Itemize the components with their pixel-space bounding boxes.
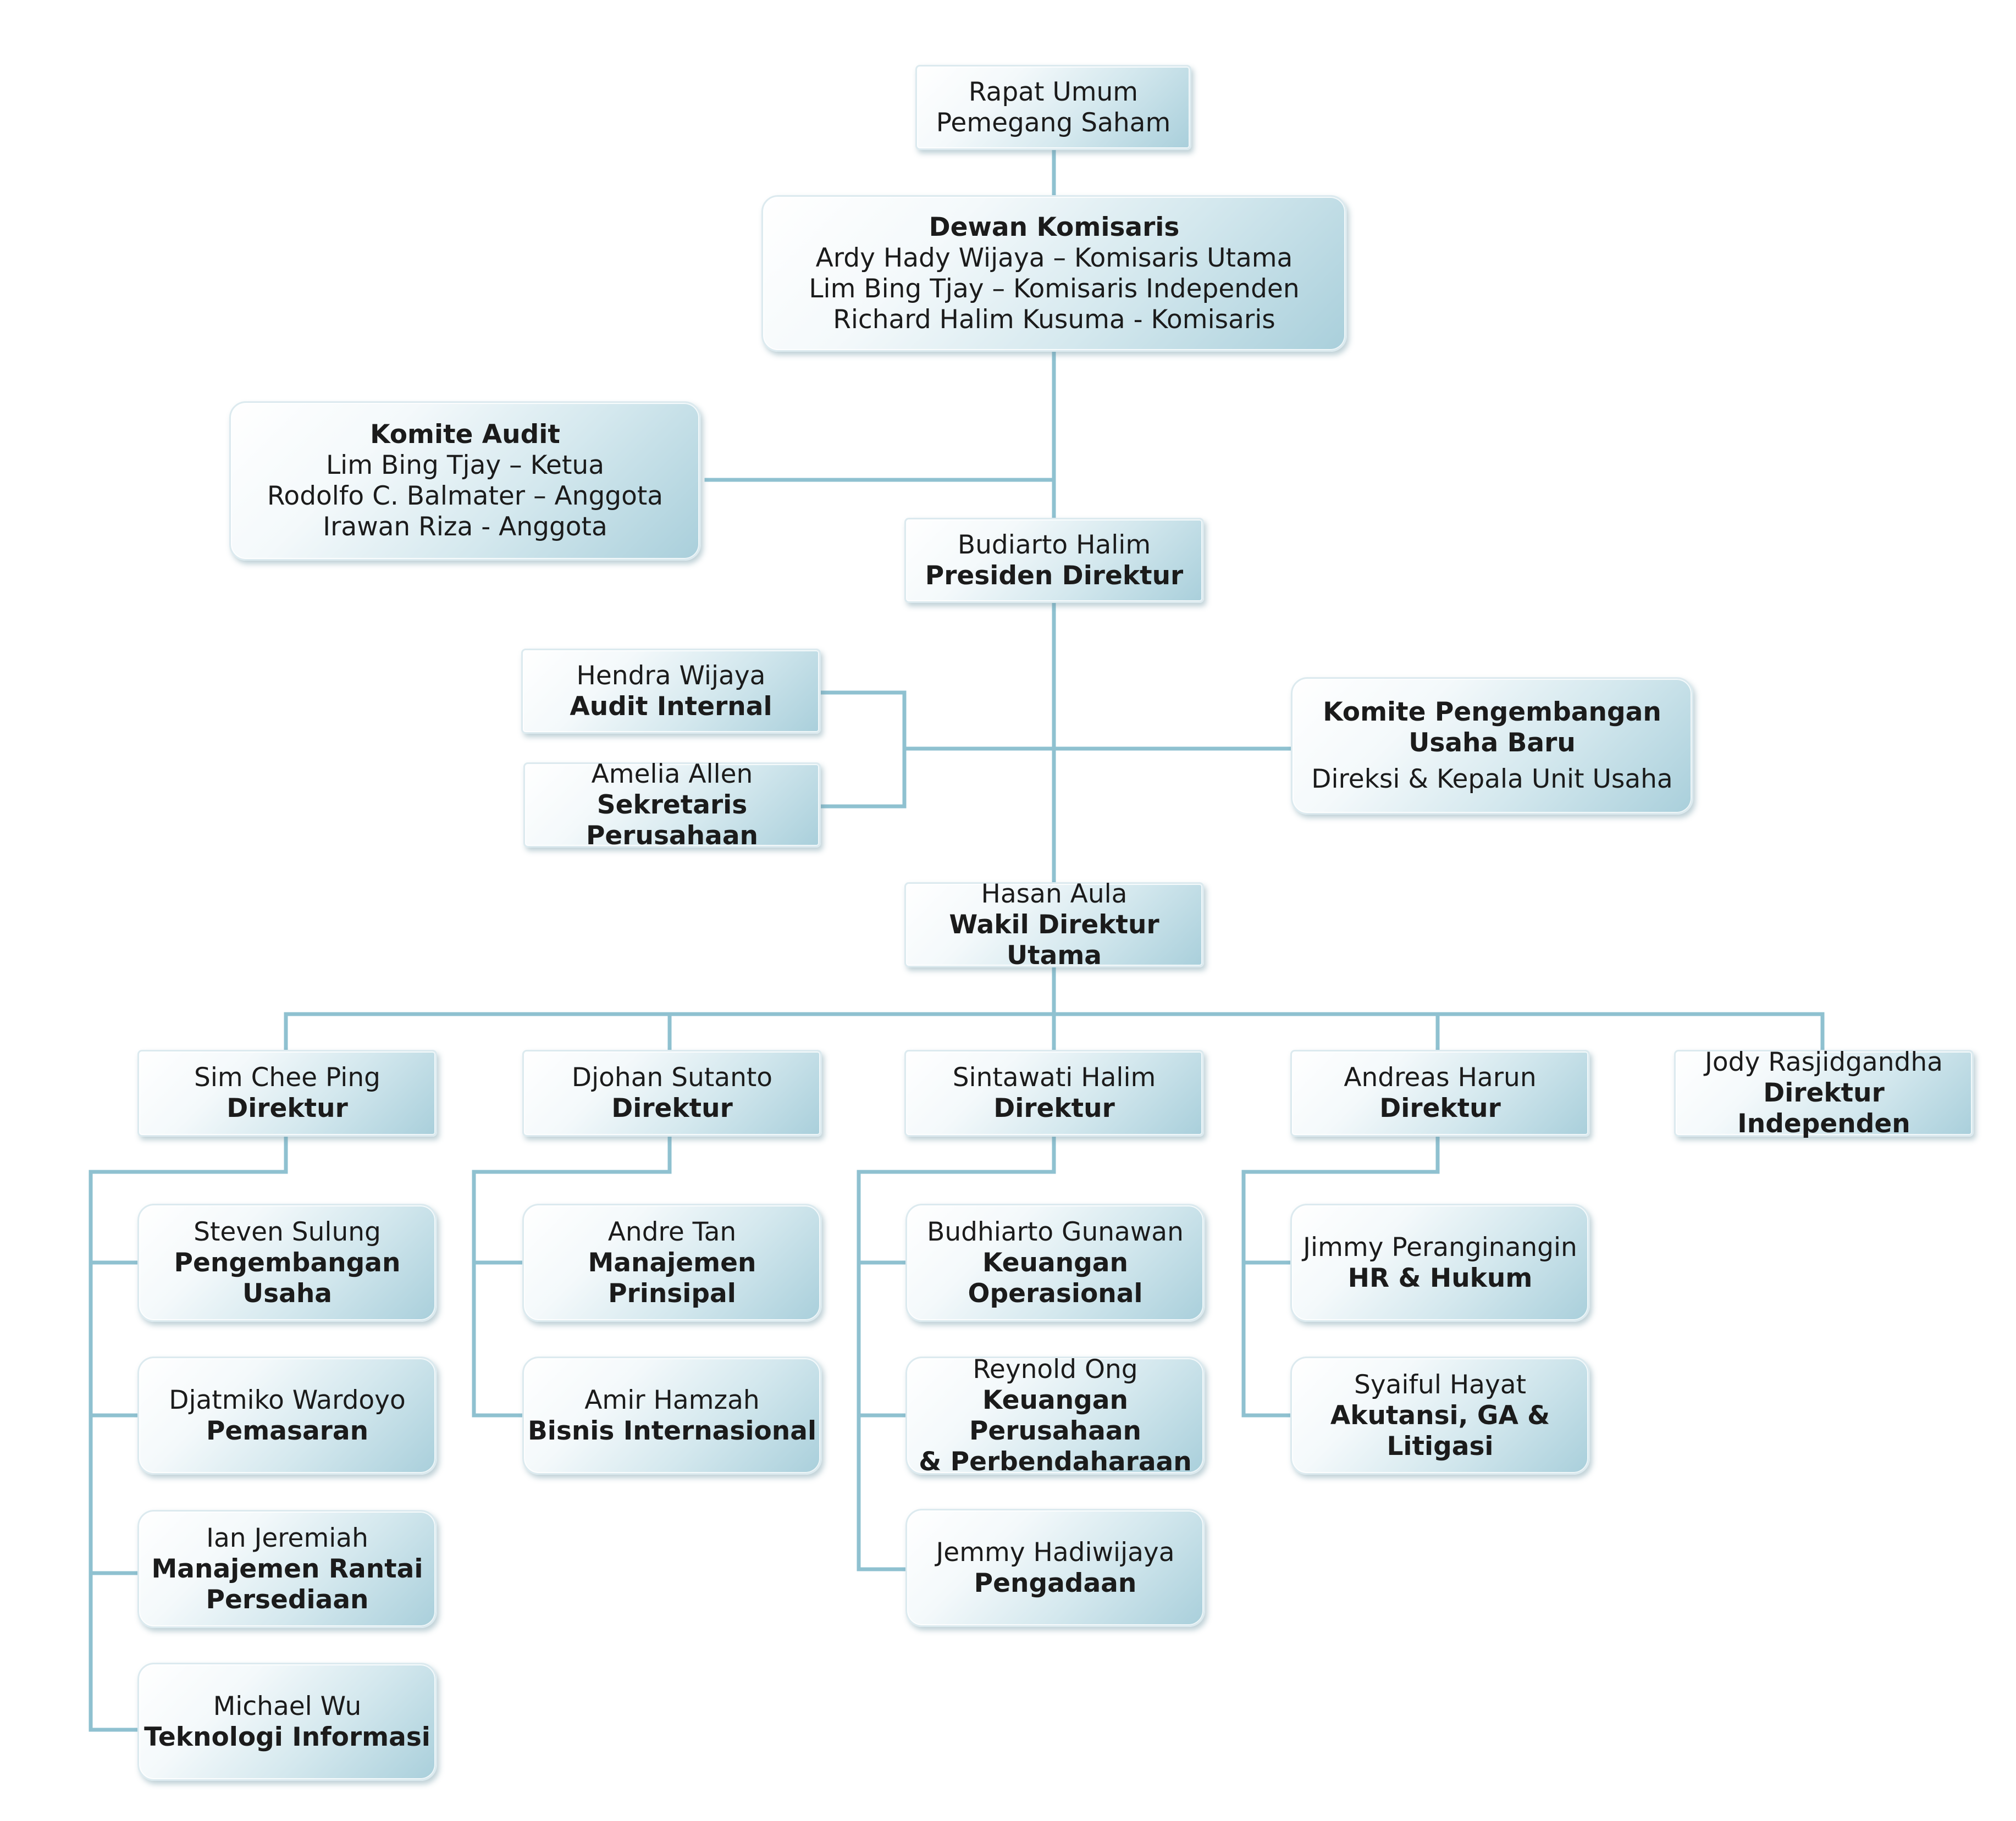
- vice-president-name: Hasan Aula: [981, 878, 1128, 909]
- unit-box: Reynold Ong Keuangan Perusahaan & Perben…: [905, 1354, 1205, 1477]
- unit-head-name: Amir Hamzah: [584, 1385, 760, 1415]
- director-name: Andreas Harun: [1344, 1062, 1537, 1093]
- unit-role: Pengembangan Usaha: [174, 1247, 401, 1309]
- unit-role: & Perbendaharaan: [919, 1446, 1192, 1477]
- secretary-role: Sekretaris Perusahaan: [586, 789, 758, 851]
- unit-head-name: Syaiful Hayat: [1354, 1369, 1527, 1400]
- unit-box: Budhiarto Gunawan Keuangan Operasional: [905, 1204, 1205, 1322]
- director-role: Direktur Independen: [1737, 1078, 1910, 1139]
- shareholders-line2: Pemegang Saham: [936, 107, 1171, 138]
- unit-role: Teknologi Informasi: [144, 1722, 430, 1752]
- business-committee-members: Direksi & Kepala Unit Usaha: [1311, 764, 1673, 794]
- unit-head-name: Budhiarto Gunawan: [927, 1216, 1184, 1247]
- unit-role: Manajemen Rantai: [151, 1553, 423, 1584]
- director-box: Andreas Harun Direktur: [1290, 1050, 1590, 1137]
- director-name: Djohan Sutanto: [571, 1062, 773, 1093]
- president-director-box: Budiarto Halim Presiden Direktur: [904, 518, 1204, 603]
- unit-role: Keuangan Operasional: [968, 1247, 1143, 1309]
- unit-box: Michael Wu Teknologi Informasi: [137, 1663, 437, 1781]
- director-name: Jody Rasjidgandha: [1705, 1047, 1943, 1077]
- president-name: Budiarto Halim: [957, 529, 1151, 560]
- shareholders-line1: Rapat Umum: [968, 76, 1139, 107]
- business-committee-title: Komite Pengembangan: [1323, 697, 1661, 727]
- audit-committee-title: Komite Audit: [370, 419, 560, 450]
- board-member: Richard Halim Kusuma - Komisaris: [833, 304, 1275, 335]
- unit-role: Persediaan: [206, 1584, 369, 1615]
- internal-audit-role: Audit Internal: [570, 691, 772, 722]
- director-box: Sim Chee Ping Direktur: [137, 1050, 437, 1137]
- unit-head-name: Ian Jeremiah: [206, 1523, 368, 1553]
- independent-director-box: Jody Rasjidgandha Direktur Independen: [1674, 1047, 1974, 1139]
- director-name: Sim Chee Ping: [194, 1062, 380, 1093]
- unit-box: Ian Jeremiah Manajemen Rantai Persediaan: [137, 1510, 437, 1628]
- unit-box: Jimmy Peranginangin HR & Hukum: [1290, 1204, 1590, 1322]
- board-title: Dewan Komisaris: [929, 212, 1180, 242]
- director-name: Sintawati Halim: [952, 1062, 1156, 1093]
- president-role: Presiden Direktur: [925, 560, 1184, 591]
- unit-role: HR & Hukum: [1347, 1263, 1533, 1293]
- business-development-committee-box: Komite Pengembangan Usaha Baru Direksi &…: [1291, 677, 1693, 815]
- audit-committee-member: Lim Bing Tjay – Ketua: [325, 450, 604, 480]
- internal-audit-name: Hendra Wijaya: [576, 660, 766, 691]
- director-role: Direktur: [993, 1093, 1115, 1123]
- audit-committee-box: Komite Audit Lim Bing Tjay – Ketua Rodol…: [229, 401, 701, 561]
- board-member: Lim Bing Tjay – Komisaris Independen: [809, 273, 1300, 304]
- board-of-commissioners-box: Dewan Komisaris Ardy Hady Wijaya – Komis…: [761, 195, 1347, 352]
- unit-head-name: Jimmy Peranginangin: [1303, 1232, 1577, 1263]
- unit-box: Djatmiko Wardoyo Pemasaran: [137, 1357, 437, 1475]
- unit-role: Pemasaran: [206, 1415, 369, 1446]
- secretary-name: Amelia Allen: [591, 759, 753, 789]
- unit-box: Jemmy Hadiwijaya Pengadaan: [905, 1509, 1205, 1627]
- unit-head-name: Andre Tan: [607, 1216, 737, 1247]
- unit-role: Manajemen: [588, 1247, 756, 1278]
- vice-president-director-box: Hasan Aula Wakil Direktur Utama: [904, 878, 1204, 971]
- unit-box: Syaiful Hayat Akutansi, GA & Litigasi: [1290, 1357, 1590, 1475]
- audit-committee-member: Rodolfo C. Balmater – Anggota: [267, 481, 664, 511]
- unit-box: Steven Sulung Pengembangan Usaha: [137, 1204, 437, 1322]
- unit-role: Akutansi, GA & Litigasi: [1330, 1400, 1550, 1462]
- business-committee-title: Usaha Baru: [1409, 728, 1576, 758]
- unit-head-name: Reynold Ong: [973, 1354, 1138, 1385]
- connector-staff-bracket: [819, 690, 907, 809]
- shareholders-meeting-box: Rapat Umum Pemegang Saham: [915, 65, 1191, 150]
- unit-role: Prinsipal: [608, 1278, 736, 1309]
- director-box: Sintawati Halim Direktur: [904, 1050, 1204, 1137]
- unit-box: Andre Tan Manajemen Prinsipal: [522, 1204, 822, 1322]
- unit-head-name: Jemmy Hadiwijaya: [936, 1537, 1175, 1568]
- unit-role: Pengadaan: [974, 1568, 1137, 1598]
- director-role: Direktur: [611, 1093, 733, 1123]
- unit-head-name: Michael Wu: [213, 1691, 362, 1722]
- unit-role: Bisnis Internasional: [527, 1415, 817, 1446]
- unit-head-name: Steven Sulung: [194, 1216, 381, 1247]
- director-role: Direktur: [1379, 1093, 1501, 1123]
- corporate-secretary-box: Amelia Allen Sekretaris Perusahaan: [523, 759, 821, 851]
- unit-head-name: Djatmiko Wardoyo: [169, 1385, 406, 1415]
- unit-role: Keuangan Perusahaan: [969, 1385, 1141, 1446]
- unit-box: Amir Hamzah Bisnis Internasional: [522, 1357, 822, 1475]
- director-role: Direktur: [227, 1093, 348, 1123]
- vice-president-role: Wakil Direktur Utama: [949, 909, 1159, 971]
- internal-audit-box: Hendra Wijaya Audit Internal: [521, 649, 821, 734]
- board-member: Ardy Hady Wijaya – Komisaris Utama: [815, 242, 1293, 273]
- director-box: Djohan Sutanto Direktur: [522, 1050, 822, 1137]
- audit-committee-member: Irawan Riza - Anggota: [323, 512, 607, 542]
